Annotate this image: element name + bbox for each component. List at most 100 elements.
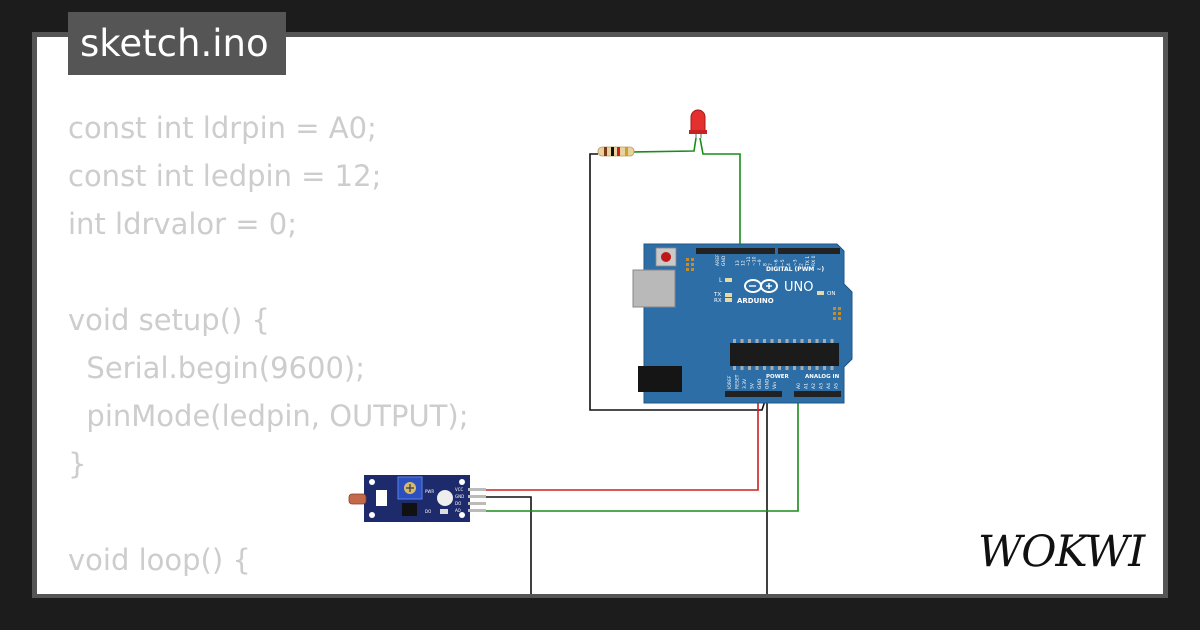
chip-pin — [793, 366, 796, 370]
rx-label: RX — [714, 298, 722, 304]
code-preview: const int ldrpin = A0; const int ledpin =… — [68, 104, 588, 594]
on-label: ON — [827, 291, 835, 297]
analog-pin-label: A2 — [811, 383, 817, 389]
wokwi-logo: WOKWI — [978, 527, 1147, 577]
tx-label: TX — [713, 292, 721, 298]
chip-pin — [763, 339, 766, 343]
board-model-label: UNO — [784, 280, 813, 295]
sensor-led-label: DO — [425, 509, 431, 514]
analog-pin-label: A3 — [819, 383, 825, 389]
digital-pin-label: ~3 — [792, 259, 798, 266]
preview-card: const int ldrpin = A0; const int ledpin =… — [37, 37, 1163, 594]
wire-gnd-resistor[interactable] — [589, 153, 767, 411]
digital-pin-label: ~6 — [774, 259, 780, 266]
aref-label: AREF — [715, 254, 721, 266]
digital-pin-label: ~10 — [752, 256, 758, 266]
sensor-pin-label: VCC — [455, 487, 464, 492]
chip-pin — [748, 366, 751, 370]
digital-pin-label: RX 0 — [811, 255, 817, 266]
power-pin-label: RESET — [735, 374, 741, 389]
chip-pin — [755, 366, 759, 370]
usb-port — [632, 269, 676, 308]
power-pin-label: Vin — [772, 382, 778, 389]
wokwi-wordmark: WOKWI — [978, 527, 1146, 577]
sensor-led-label: PWR — [425, 489, 434, 494]
analog-pin-label: A4 — [826, 383, 832, 389]
power-pin-label: IOREF — [727, 375, 733, 389]
wire-sensor-vcc[interactable] — [485, 398, 759, 491]
code-line: } — [68, 447, 87, 481]
digital-pin-label: 13 — [735, 260, 741, 266]
arduino-logo-icon — [744, 279, 778, 293]
chip-pin — [808, 366, 811, 370]
sketch-title: sketch.ino — [68, 12, 286, 75]
digital-header-label: DIGITAL (PWM ~) — [766, 266, 824, 273]
power-pin-label: GND — [757, 378, 763, 389]
microcontroller-chip — [730, 339, 839, 370]
chip-pin — [785, 366, 789, 370]
l-label: L — [719, 277, 723, 284]
digital-pin-label: TX 1 — [805, 256, 811, 267]
power-pin-label: 3.3V — [742, 378, 748, 389]
code-line: void setup() { — [68, 303, 270, 337]
chip-pin — [800, 339, 804, 343]
chip-pin — [740, 366, 744, 370]
analog-pin-label: A0 — [796, 383, 802, 389]
circuit-diagram: L TX RX ON DIGITAL (PWM ~) UNO ARDUINO — [348, 109, 1147, 594]
code-line: pinMode(ledpin, OUTPUT); — [68, 399, 469, 433]
led[interactable] — [689, 109, 707, 138]
power-jack — [638, 366, 682, 392]
digital-pin-label: ~5 — [780, 259, 786, 266]
chip-pin — [815, 366, 819, 370]
digital-pin-label: ~9 — [757, 259, 763, 266]
wire-sensor-ao[interactable] — [485, 398, 799, 512]
power-header — [725, 391, 782, 397]
chip-pin — [778, 339, 781, 343]
chip-pin — [830, 339, 834, 343]
icsp-header — [686, 258, 841, 320]
wire-resistor-led[interactable] — [632, 137, 697, 153]
sensor-header — [468, 488, 486, 512]
chip-pin — [793, 339, 796, 343]
chip-pin — [770, 339, 774, 343]
code-line: ldrvalor = analogRead(ldrpin); — [68, 584, 588, 594]
code-line: const int ledpin = 12; — [68, 159, 382, 193]
digital-header — [696, 248, 840, 254]
resistor[interactable] — [597, 146, 635, 157]
digital-pin-label: 12 — [741, 260, 747, 266]
board-brand-label: ARDUINO — [737, 297, 774, 305]
photoresistor — [348, 493, 367, 505]
sensor-pin-label: GND — [455, 494, 464, 499]
code-line: int ldrvalor = 0; — [68, 207, 298, 241]
arduino-uno-board[interactable]: L TX RX ON DIGITAL (PWM ~) UNO ARDUINO — [632, 243, 853, 404]
chip-pin — [785, 339, 789, 343]
wire-sensor-gnd[interactable] — [485, 496, 532, 594]
chip-pin — [823, 339, 826, 343]
power-header-label: POWER — [766, 374, 790, 380]
code-line: void loop() { — [68, 543, 251, 577]
chip-pin — [733, 339, 736, 343]
digital-pin-label: 2 — [799, 263, 805, 266]
analog-header-label: ANALOG IN — [805, 374, 840, 380]
chip-pin — [740, 339, 744, 343]
digital-pin-label: ~11 — [746, 256, 752, 266]
digital-pin-label: 7 — [768, 263, 774, 266]
digital-pin-label: 4 — [786, 263, 792, 266]
gnd-label: GND — [721, 255, 727, 266]
analog-header — [794, 391, 841, 397]
power-pin-label: GND — [765, 378, 771, 389]
power-pin-label: 5V — [750, 382, 756, 389]
chip-pin — [830, 366, 834, 370]
chip-pin — [755, 339, 759, 343]
wire-led-pin12[interactable] — [699, 137, 741, 248]
chip-pin — [763, 366, 766, 370]
sensor-pin-label: AO — [455, 508, 461, 513]
chip-pin — [778, 366, 781, 370]
analog-pin-label: A5 — [834, 383, 840, 389]
code-line: const int ldrpin = A0; — [68, 111, 377, 145]
